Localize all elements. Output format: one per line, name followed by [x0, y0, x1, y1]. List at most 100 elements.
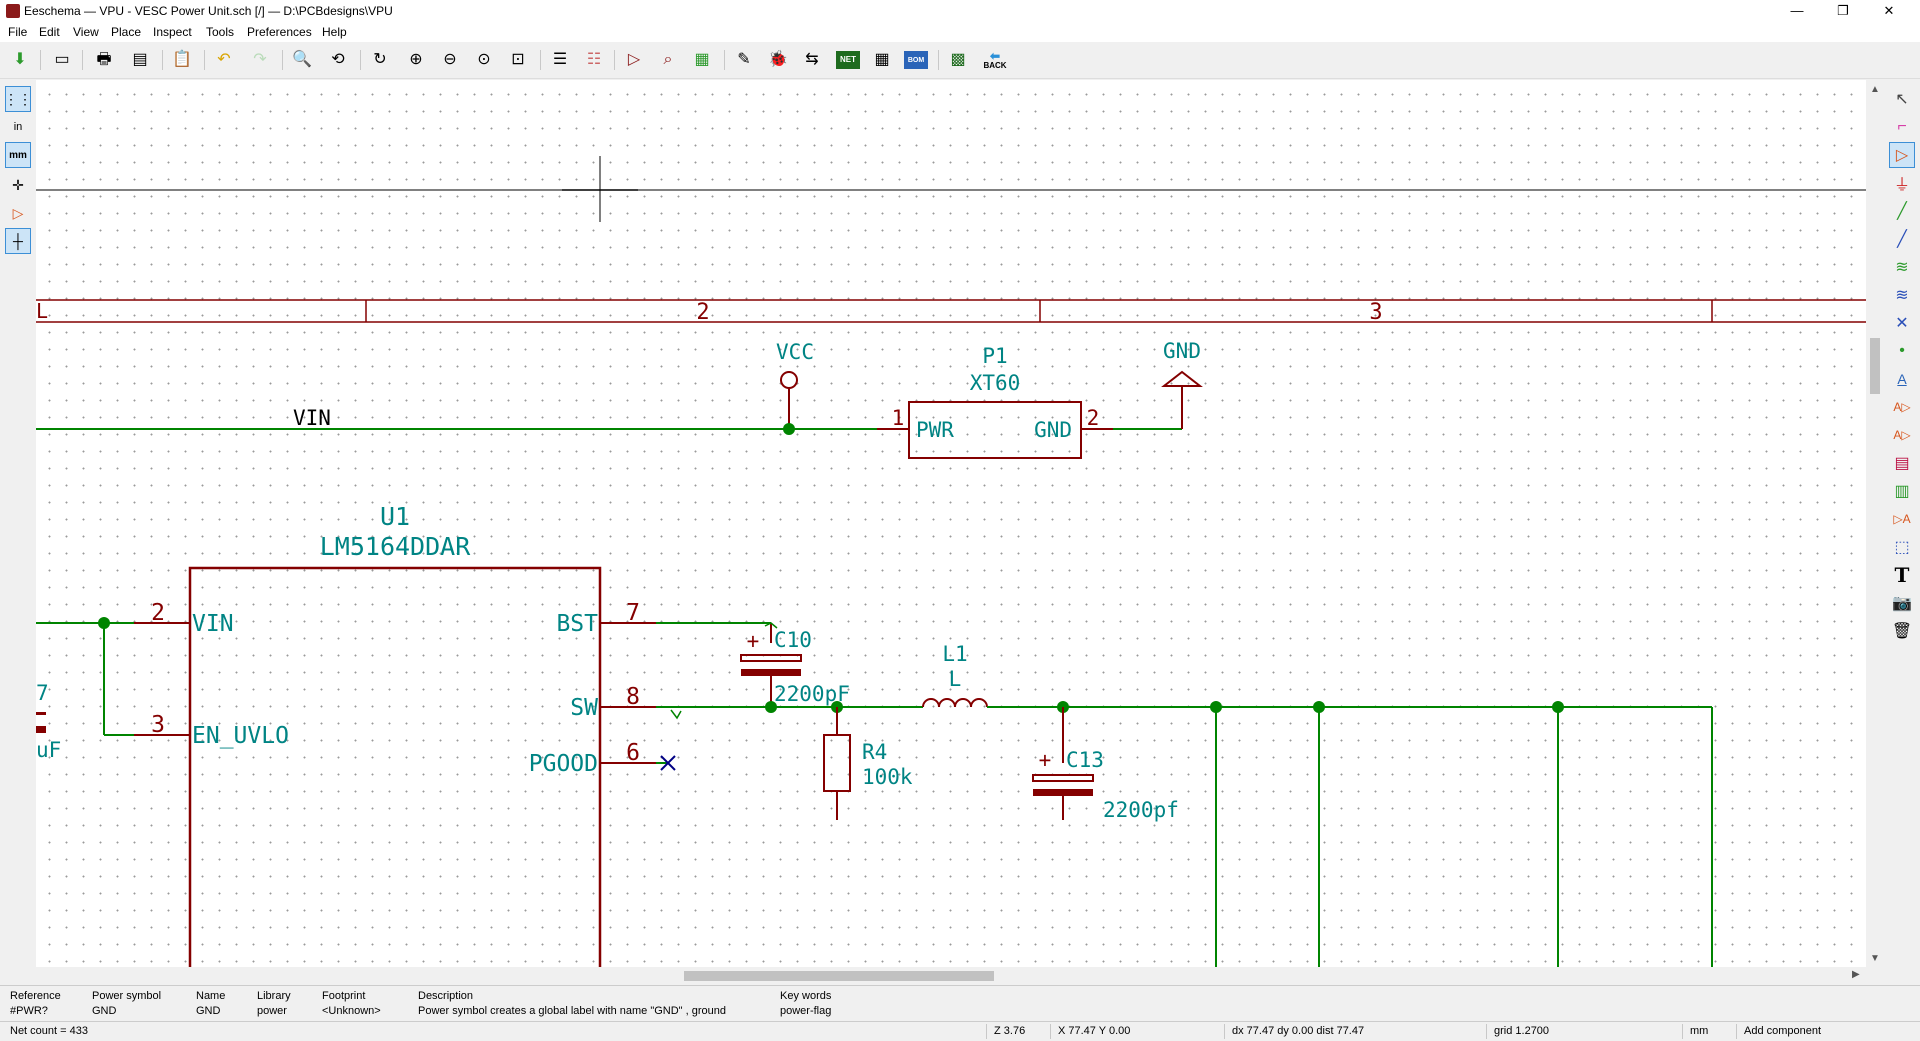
add-power-icon[interactable]: ⏚	[1893, 177, 1910, 194]
add-hierarchical-label-icon[interactable]: A▷	[1893, 428, 1911, 442]
menu-tools[interactable]: Tools	[206, 25, 235, 39]
gnd-label[interactable]: GND	[1163, 339, 1201, 363]
c13-reference[interactable]: C13	[1066, 748, 1104, 772]
horizontal-scrollbar[interactable]: ▶	[36, 967, 1866, 985]
zoom-fit-icon[interactable]: ⊙	[477, 51, 491, 68]
minimize-button[interactable]: —	[1790, 3, 1804, 18]
menu-file[interactable]: File	[8, 25, 28, 39]
orthogonal-lines-icon[interactable]: ┼	[5, 228, 31, 254]
vertical-scrollbar[interactable]: ▲ ▼	[1866, 80, 1884, 967]
scroll-up-arrow-icon[interactable]: ▲	[1870, 84, 1880, 95]
r4-reference[interactable]: R4	[862, 740, 887, 764]
find-icon[interactable]: 🔍	[292, 51, 312, 68]
menu-help[interactable]: Help	[322, 25, 347, 39]
add-label-icon[interactable]: A	[1897, 371, 1907, 387]
inch-units-button[interactable]: in	[5, 114, 31, 140]
zoom-out-icon[interactable]: ⊖	[443, 51, 457, 68]
add-graphic-lines-icon[interactable]: ⬚	[1894, 539, 1910, 556]
r4-value[interactable]: 100k	[862, 765, 913, 789]
plot-icon[interactable]: ▤	[132, 51, 148, 68]
annotate-icon[interactable]: ✎	[737, 51, 751, 68]
l1-reference[interactable]: L1	[942, 642, 967, 666]
msg-label: Footprint	[322, 990, 366, 1002]
spreadsheet-icon[interactable]: ▦	[874, 51, 890, 68]
u1-pin8-number: 8	[626, 684, 640, 710]
redo-icon[interactable]: ↷	[253, 51, 267, 68]
l1-coil[interactable]	[922, 698, 988, 708]
vcc-label[interactable]: VCC	[776, 340, 814, 364]
undo-icon[interactable]: ↶	[217, 51, 231, 68]
u1-body[interactable]	[188, 566, 602, 967]
horizontal-scroll-thumb[interactable]	[684, 971, 994, 981]
erc-bug-icon[interactable]: 🐞	[768, 51, 788, 68]
menu-inspect[interactable]: Inspect	[153, 25, 192, 39]
symbol-editor-icon[interactable]: ▷	[627, 51, 641, 68]
back-annotate-button[interactable]: ⬅BACK	[980, 48, 1010, 72]
add-bus-icon[interactable]: ╱	[1897, 231, 1907, 248]
add-image-icon[interactable]: 📷	[1892, 595, 1912, 612]
netlist-icon[interactable]: NET	[836, 51, 860, 69]
r4-body[interactable]	[823, 734, 851, 792]
p1-value[interactable]: XT60	[970, 371, 1021, 395]
paste-icon[interactable]: 📋	[172, 51, 192, 68]
hidden-pins-icon[interactable]: ▷	[12, 204, 24, 221]
wire-to-bus-entry-icon[interactable]: ≋	[1895, 259, 1909, 276]
no-connect-icon[interactable]: ✕	[1895, 315, 1909, 332]
close-button[interactable]: ✕	[1883, 3, 1895, 18]
scroll-right-arrow-icon[interactable]: ▶	[1852, 969, 1860, 980]
schematic-canvas[interactable]: L 2 3 VIN VCC P1 XT60 1 2 PWR GND GND U1…	[36, 80, 1866, 967]
menu-place[interactable]: Place	[111, 25, 142, 39]
u1-value[interactable]: LM5164DDAR	[320, 532, 471, 561]
bus-to-bus-entry-icon[interactable]: ≋	[1895, 287, 1909, 304]
cursor-shape-icon[interactable]: ✛	[12, 176, 24, 193]
assign-footprints-icon[interactable]: ⇆	[805, 51, 819, 68]
u1-reference[interactable]: U1	[380, 502, 410, 531]
p1-reference[interactable]: P1	[982, 344, 1007, 368]
add-symbol-icon[interactable]: ▷	[1889, 142, 1915, 168]
maximize-button[interactable]: ❐	[1837, 3, 1849, 18]
highlight-net-icon[interactable]: ⌐	[1897, 118, 1907, 135]
select-arrow-icon[interactable]: ↖	[1895, 91, 1909, 108]
add-sheet-icon[interactable]: ▤	[1894, 455, 1910, 472]
menu-edit[interactable]: Edit	[39, 25, 60, 39]
add-sheet-pin-icon[interactable]: ▷A	[1893, 512, 1911, 526]
find-replace-icon[interactable]: ⟲	[331, 51, 345, 68]
c13-value[interactable]: 2200pf	[1103, 798, 1179, 822]
p1-pin2-name: GND	[1034, 418, 1072, 442]
zoom-in-icon[interactable]: ⊕	[409, 51, 423, 68]
c10-reference[interactable]: C10	[774, 628, 812, 652]
vin-net-label[interactable]: VIN	[293, 406, 331, 430]
add-junction-icon[interactable]: •	[1899, 342, 1905, 359]
no-connect-flag[interactable]	[660, 755, 676, 771]
navigate-hierarchy-icon[interactable]: ☰	[552, 51, 568, 68]
leave-sheet-icon[interactable]: ☷	[586, 51, 602, 68]
refresh-icon[interactable]: ↻	[373, 51, 387, 68]
add-global-label-icon[interactable]: A▷	[1893, 400, 1911, 414]
print-icon[interactable]: 🖶	[96, 51, 112, 68]
save-icon[interactable]: ⬇	[13, 51, 27, 68]
footprint-editor-icon[interactable]: ▦	[694, 51, 710, 68]
pcbnew-icon[interactable]: ▩	[950, 51, 966, 68]
l1-value[interactable]: L	[949, 667, 962, 691]
status-cursor-position: X 77.47 Y 0.00	[1058, 1025, 1131, 1037]
menu-view[interactable]: View	[73, 25, 99, 39]
page-settings-icon[interactable]: ▭	[54, 51, 70, 68]
u1-pin8-name: SW	[570, 695, 598, 721]
import-sheet-pin-icon[interactable]: ▥	[1894, 483, 1910, 500]
zoom-selection-icon[interactable]: ⊡	[511, 51, 525, 68]
grid-toggle-icon[interactable]: ⋮⋮	[4, 86, 32, 112]
delete-icon[interactable]: 🗑	[1891, 623, 1913, 640]
bom-icon[interactable]: BOM	[904, 51, 928, 69]
symbol-browser-icon[interactable]: ⌕	[663, 51, 673, 68]
add-text-icon[interactable]: T	[1894, 563, 1910, 587]
gnd-power-symbol[interactable]	[1161, 370, 1203, 387]
menu-preferences[interactable]: Preferences	[247, 25, 312, 39]
c10-polarity: +	[747, 629, 760, 653]
mm-units-button[interactable]: mm	[5, 142, 31, 168]
scroll-down-arrow-icon[interactable]: ▼	[1870, 953, 1880, 964]
vertical-scroll-thumb[interactable]	[1870, 338, 1880, 394]
vcc-power-symbol[interactable]	[780, 371, 798, 389]
add-wire-icon[interactable]: ╱	[1897, 203, 1907, 220]
